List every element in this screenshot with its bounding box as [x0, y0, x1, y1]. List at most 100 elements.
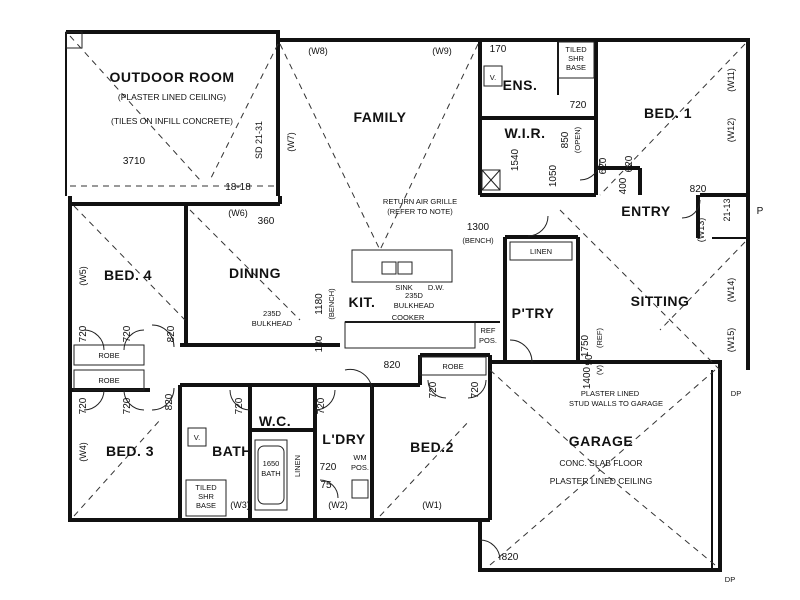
ens-shower-label-2: SHR — [568, 54, 584, 63]
window-w3: (W3) — [230, 500, 250, 510]
dim-720-b3-left: 720 — [78, 397, 89, 414]
bath-shower-label-2: SHR — [198, 492, 214, 501]
dim-720-bed2-b: 720 — [470, 381, 481, 398]
robe-bed3-label: ROBE — [98, 376, 119, 385]
dim-360: 360 — [258, 216, 275, 227]
window-w8: (W8) — [308, 46, 328, 56]
return-air-label: RETURN AIR GRILLE — [383, 197, 457, 206]
dim-170: 170 — [490, 44, 507, 55]
ens-shower-label-1: TILED — [565, 45, 587, 54]
room-family: FAMILY — [353, 109, 406, 125]
cooker-label: COOKER — [392, 313, 425, 322]
dim-1050: 1050 — [548, 164, 559, 187]
window-w1: (W1) — [422, 500, 442, 510]
room-bed1: BED. 1 — [644, 105, 692, 121]
bulkhead-b-label: BULKHEAD — [394, 301, 435, 310]
dim-sd-21-31: SD 21-31 — [254, 121, 264, 159]
dim-820-b4: 820 — [166, 325, 177, 342]
walls — [65, 30, 750, 572]
dw-label: D.W. — [428, 283, 444, 292]
window-w12: (W12) — [726, 118, 736, 143]
ref-pos-label-2: POS. — [479, 336, 497, 345]
dim-720-wc: 720 — [316, 397, 327, 414]
room-pantry: P'TRY — [512, 305, 555, 321]
dim-1300: 1300 — [467, 222, 490, 233]
dim-720-b3-right: 720 — [122, 397, 133, 414]
ref-pos-label: REF — [481, 326, 496, 335]
linen-top-label: LINEN — [530, 247, 552, 256]
room-bed3: BED. 3 — [106, 443, 154, 459]
dim-v: (V) — [595, 365, 604, 376]
window-w9: (W9) — [432, 46, 452, 56]
dim-820-entry: 820 — [690, 184, 707, 195]
dim-90: 90 — [584, 354, 595, 366]
window-w11: (W11) — [726, 68, 736, 92]
dim-1540: 1540 — [510, 148, 521, 171]
bath-shower-label-3: BASE — [196, 501, 216, 510]
window-w13: (W13) — [696, 218, 706, 243]
dim-720-ens: 720 — [570, 100, 587, 111]
dim-620-a: 620 — [598, 157, 609, 174]
dim-3710: 3710 — [123, 156, 146, 167]
room-laundry: L'DRY — [322, 431, 366, 447]
sink-label: SINK — [395, 283, 413, 292]
window-w7: (W7) — [286, 132, 296, 152]
roof-lines — [69, 35, 746, 566]
window-w6: (W6) — [228, 208, 248, 218]
dim-bench-side: (BENCH) — [327, 288, 336, 320]
dim-75: 75 — [320, 480, 332, 491]
bulkhead-a-label: BULKHEAD — [252, 319, 293, 328]
vanity-ens-label: V. — [490, 73, 496, 82]
dim-850: 850 — [560, 131, 571, 148]
dim-21-13: 21-13 — [722, 198, 732, 221]
dim-620-b: 620 — [624, 155, 635, 172]
room-bed2: BED.2 — [410, 439, 454, 455]
room-sitting: SITTING — [631, 293, 690, 309]
dim-820-garage: 820 — [502, 552, 519, 563]
bulkhead-a-size: 235D — [263, 309, 282, 318]
vanity-bath-label: V. — [194, 433, 200, 442]
bath-size-label: 1650 — [263, 459, 280, 468]
room-dining: DINING — [229, 265, 281, 281]
room-kitchen: KIT. — [349, 294, 376, 310]
garage-ceiling-note: PLASTER LINED CEILING — [550, 476, 653, 486]
dim-18-18: 18-18 — [225, 182, 251, 193]
room-bed4: BED. 4 — [104, 267, 152, 283]
dim-open: (OPEN) — [573, 126, 582, 153]
outdoor-ceiling-note: (PLASTER LINED CEILING) — [118, 92, 226, 102]
downpipe-label-2: DP — [725, 575, 735, 584]
dim-ref: (REF) — [595, 328, 604, 348]
dim-720-b4-left: 720 — [78, 325, 89, 342]
window-w15: (W15) — [726, 328, 736, 353]
room-wir: W.I.R. — [504, 125, 545, 141]
dim-1750: 1750 — [580, 334, 591, 357]
linen-bath-label: LINEN — [293, 455, 302, 477]
dim-400: 400 — [618, 177, 629, 194]
bath-shower-label-1: TILED — [195, 483, 217, 492]
wm-label: WM — [353, 453, 366, 462]
dim-1180: 1180 — [314, 293, 325, 315]
window-w5: (W5) — [78, 266, 88, 286]
bath-word-label: BATH — [261, 469, 280, 478]
p-edge-label: P — [757, 206, 764, 217]
robe-bed4-label: ROBE — [98, 351, 119, 360]
wm-pos-label: POS. — [351, 463, 369, 472]
room-wc: W.C. — [259, 413, 291, 429]
room-entry: ENTRY — [621, 203, 671, 219]
doors — [83, 159, 701, 561]
dim-180: 180 — [314, 335, 325, 352]
dim-820-b3: 820 — [164, 393, 175, 410]
robe-bed2-label: ROBE — [442, 362, 463, 371]
garage-floor-note: CONC. SLAB FLOOR — [559, 458, 642, 468]
plaster-note-1: PLASTER LINED — [581, 389, 640, 398]
room-garage: GARAGE — [569, 433, 633, 449]
dim-bench-top: (BENCH) — [462, 236, 494, 245]
dim-820-hall: 820 — [384, 360, 401, 371]
dim-720-bath: 720 — [234, 397, 245, 414]
dim-1400: 1400 — [582, 366, 593, 389]
downpipe-label-1: DP — [731, 389, 741, 398]
window-w4: (W4) — [78, 442, 88, 462]
dim-720-b4-right: 720 — [122, 325, 133, 342]
ens-shower-label-3: BASE — [566, 63, 586, 72]
